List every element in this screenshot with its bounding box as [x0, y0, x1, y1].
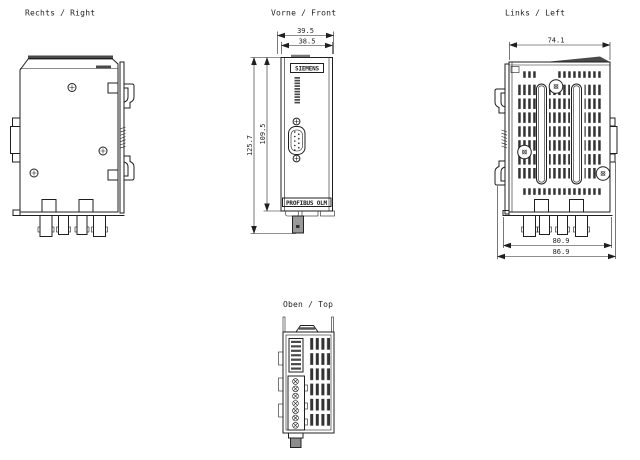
mounting-foot: [12, 209, 21, 216]
din-rail-notch: [107, 169, 119, 181]
led-indicators: [294, 77, 300, 104]
top-dark-dash: [96, 65, 111, 69]
connector-boss: [78, 199, 94, 213]
din-rail-plate: [119, 61, 125, 214]
mounting-foot: [301, 210, 319, 217]
dimension-label: 80.9: [553, 237, 570, 245]
din-rail-clip-top: [494, 88, 506, 114]
extension-lines: [250, 57, 296, 234]
latch: [295, 325, 319, 333]
connector-boss: [534, 199, 549, 213]
rail-pin: [282, 316, 286, 333]
dsub9-connector: [288, 117, 306, 163]
side-bump: [278, 403, 284, 418]
screw: [67, 83, 77, 92]
bottom-connector: [37, 215, 55, 237]
bottom-connector: [573, 215, 590, 237]
din-rail-notch: [107, 82, 119, 94]
dimension-label: 38.5: [299, 38, 316, 46]
spring-contact: [501, 129, 508, 149]
siemens-logo: SIEMENS: [295, 66, 319, 73]
screw: [98, 146, 108, 156]
dsub-connector-profile: [10, 117, 21, 163]
extension-lines: [497, 162, 616, 259]
view-top: Oben / Top: [278, 300, 335, 448]
dimension-label: 39.5: [297, 27, 314, 35]
vent-slots: [309, 338, 332, 427]
screw: [29, 168, 39, 178]
bottom-connector: [521, 215, 538, 237]
bottom-connector: [74, 215, 90, 235]
body-edge-lines: [284, 57, 330, 211]
mounting-foot: [502, 210, 510, 216]
mounting-foot: [285, 210, 299, 217]
rail-pin: [331, 316, 334, 333]
bottom-connector: [537, 215, 552, 235]
view-top-title: Oben / Top: [283, 300, 333, 309]
screw: [595, 166, 611, 181]
view-right: Rechts / Right: [10, 9, 135, 237]
din-rail-clip-top: [123, 83, 135, 109]
dimension-label: 109.5: [259, 123, 267, 144]
terminal-block: [287, 375, 308, 431]
bottom-connector: [555, 215, 570, 235]
dimension-label: 74.1: [548, 37, 565, 45]
view-right-title: Rechts / Right: [25, 9, 95, 18]
product-label-box: [282, 197, 332, 207]
side-bump: [278, 351, 284, 366]
module-body-outline: [19, 58, 119, 213]
bottom-connector: [56, 215, 71, 235]
view-left: Links / Left 74.1: [494, 9, 618, 260]
dimension-label: 125.7: [246, 135, 254, 156]
mounting-foot: [320, 210, 335, 217]
din-rail-plate: [504, 63, 510, 215]
screw: [548, 79, 564, 94]
view-left-title: Links / Left: [505, 9, 565, 18]
slot-channel: [536, 83, 547, 185]
view-front-title: Vorne / Front: [271, 9, 336, 18]
view-front: Vorne / Front 39.5 38.5 125.7 109.5 SIEM…: [246, 9, 336, 234]
din-rail-clip-bottom: [494, 160, 506, 186]
bottom-stem: [292, 215, 304, 234]
top-rail-edge: [545, 56, 610, 62]
screw: [517, 144, 532, 160]
corner-notch: [510, 66, 520, 73]
dip-switch-block: [288, 338, 304, 373]
bottom-connector-stub: [288, 432, 304, 448]
dsub-connector-profile: [609, 117, 618, 163]
spring-contact: [119, 126, 126, 149]
extension-lines: [277, 31, 334, 54]
slot-channel: [571, 83, 582, 185]
dimension-label: 86.9: [553, 248, 570, 256]
din-rail-clip-bottom: [123, 155, 135, 181]
side-bump: [278, 377, 284, 392]
top-rail-edge: [28, 55, 113, 60]
connector-boss: [569, 199, 584, 213]
bottom-connector: [91, 215, 108, 237]
siemens-logo-box: [290, 63, 324, 73]
body-edge-lines: [509, 62, 610, 212]
product-label: PROFIBUS OLM: [286, 200, 328, 207]
connector-boss: [41, 199, 57, 213]
